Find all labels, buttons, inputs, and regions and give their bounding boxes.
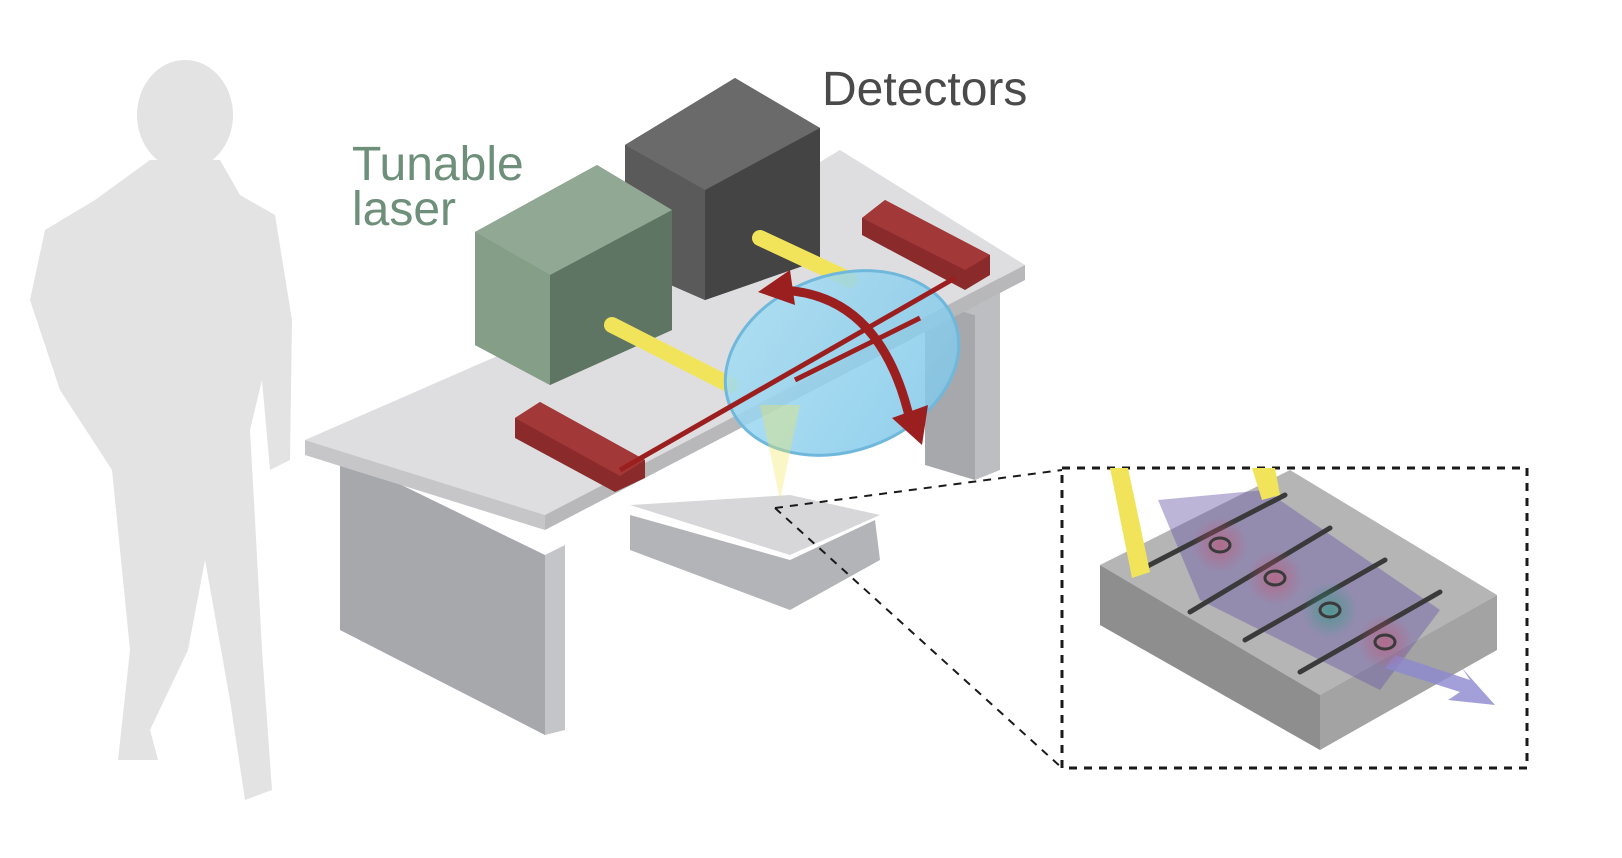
person-silhouette	[30, 60, 292, 800]
table-leg-front	[340, 455, 545, 735]
table-top-edge	[305, 440, 545, 530]
ring-resonator-2	[1263, 569, 1287, 587]
ring-glow-3	[1302, 582, 1358, 638]
tunable-laser-label-line2: laser	[352, 183, 456, 236]
ring-resonator-3	[1318, 601, 1342, 619]
photonic-chip	[1100, 468, 1497, 750]
tunable-laser-label-line1: Tunable	[352, 138, 524, 191]
ring-resonator-1	[1208, 536, 1232, 554]
beam-from-laser	[604, 317, 738, 393]
red-block-back-top	[862, 200, 990, 270]
ring-glow-1	[1192, 517, 1248, 573]
light-cone	[760, 405, 800, 500]
red-block-front-top	[515, 402, 645, 476]
input-fiber	[1110, 468, 1150, 578]
table-leg-back	[925, 265, 1000, 480]
rotation-arrow	[758, 270, 928, 445]
lens-disk	[723, 269, 961, 457]
detectors-label: Detectors	[822, 63, 1027, 116]
ring-glow-4	[1357, 614, 1413, 670]
output-fiber	[1252, 468, 1280, 500]
rotation-axis-line-2	[793, 315, 922, 383]
table-leg-front-edge	[545, 545, 565, 735]
table-drawer-top	[630, 495, 880, 555]
ring-resonator-4	[1373, 633, 1397, 651]
output-arrow	[1385, 655, 1495, 705]
zoom-line-bottom	[774, 507, 1063, 769]
table-drawer	[630, 515, 880, 610]
rotation-axis-line-1	[618, 275, 957, 473]
zoom-line-top	[774, 469, 1063, 509]
ring-glow-2	[1247, 550, 1303, 606]
